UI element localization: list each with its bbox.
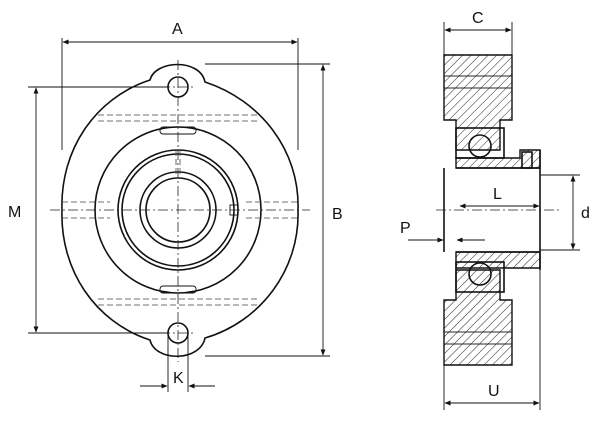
side-dimensions: C L d P U — [400, 10, 590, 410]
insert-lower-section — [455, 251, 541, 269]
ball-lower — [468, 262, 492, 286]
dim-label-p: P — [400, 220, 411, 237]
side-view — [436, 54, 560, 366]
dim-label-c: C — [472, 10, 484, 27]
flange-outline — [61, 63, 299, 358]
set-screw — [521, 151, 533, 169]
dim-label-d: d — [581, 205, 590, 222]
dim-label-m: M — [8, 204, 21, 221]
dim-label-k: K — [173, 370, 184, 387]
dim-label-b: B — [332, 206, 343, 223]
dim-label-l: L — [493, 186, 502, 203]
dim-label-u: U — [488, 383, 500, 400]
front-dimensions: A B M K — [8, 21, 343, 392]
dim-label-a: A — [172, 21, 183, 38]
front-view — [50, 60, 310, 362]
ball-upper — [468, 134, 492, 158]
